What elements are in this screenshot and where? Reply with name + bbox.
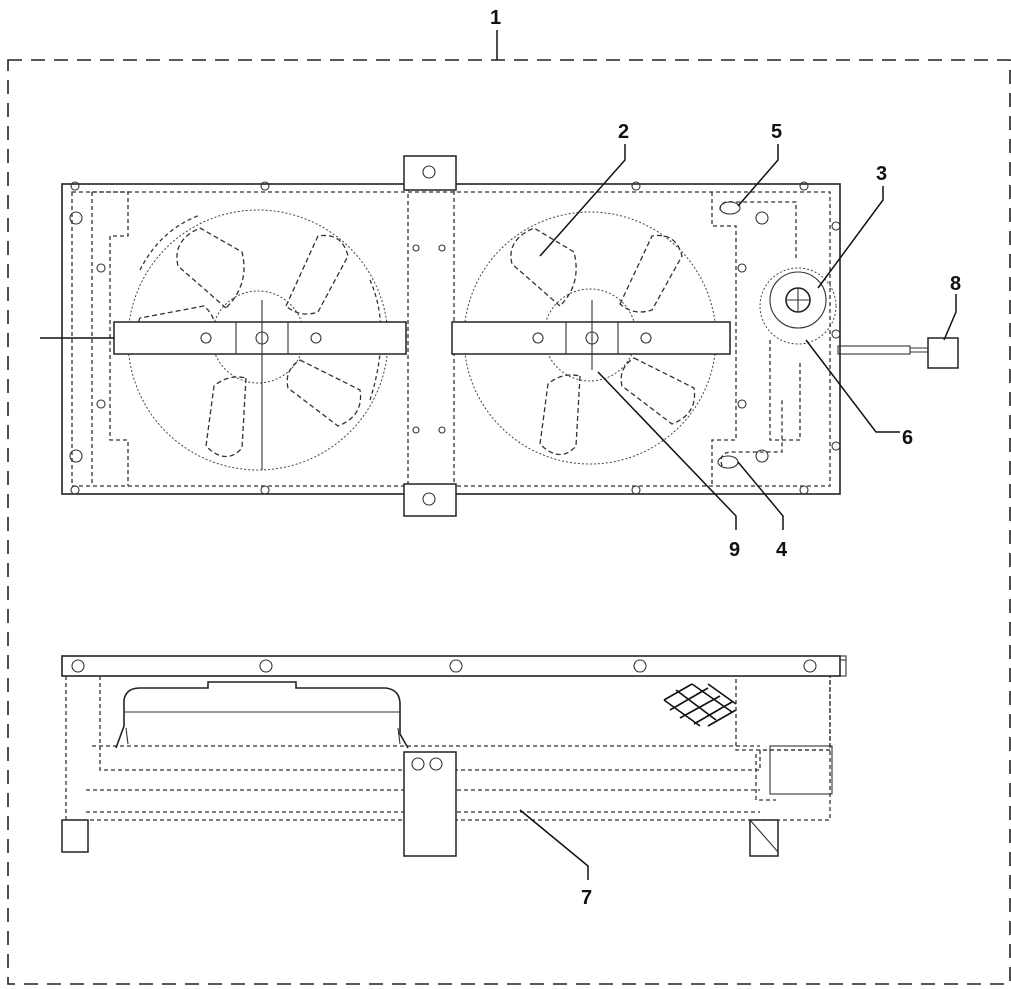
side-valve-box — [769, 745, 833, 795]
valve-line — [769, 340, 801, 441]
frame-bolts — [69, 181, 841, 495]
right-side-plate — [711, 192, 737, 486]
callout-labels: 1 2 3 4 5 6 7 8 9 — [490, 7, 961, 909]
center-support — [403, 751, 457, 857]
side-handle — [115, 681, 409, 749]
connector-plug-8 — [927, 337, 959, 369]
callout-7: 7 — [581, 887, 592, 909]
side-top-rail — [61, 655, 841, 677]
callout-3: 3 — [876, 163, 887, 185]
assembly-boundary — [7, 59, 1011, 985]
right-leg — [749, 819, 779, 857]
leader-8 — [943, 294, 957, 341]
left-fan-blade — [285, 234, 349, 315]
right-fan-blade — [619, 234, 683, 313]
bracket-bolt-bottom — [422, 492, 436, 506]
callout-6: 6 — [902, 427, 913, 449]
bottom-mounting-bracket — [403, 483, 457, 517]
right-fan-blade — [539, 374, 581, 456]
leader-6 — [805, 339, 900, 433]
leader-7 — [519, 809, 589, 880]
top-mounting-bracket — [403, 155, 457, 191]
side-control-box — [735, 675, 831, 751]
pipe-5 — [719, 201, 797, 258]
side-view — [61, 655, 847, 857]
left-side-plate — [91, 191, 129, 486]
bracket-bolt-top — [422, 165, 436, 179]
callout-1: 1 — [490, 7, 501, 29]
leader-4 — [737, 461, 784, 530]
leader-3 — [817, 186, 884, 289]
left-fan-blade — [176, 227, 245, 309]
left-fan-shroud-arc — [139, 214, 382, 401]
callout-5: 5 — [771, 121, 782, 143]
valve-ring-3 — [769, 271, 827, 329]
right-fan-blade — [620, 357, 696, 425]
right-fan-blade — [510, 227, 577, 307]
callout-2: 2 — [618, 121, 629, 143]
leader-2 — [539, 144, 626, 257]
left-motor-mount-bar — [113, 321, 407, 355]
mesh-grille — [663, 683, 737, 727]
pipe-5-end — [719, 201, 741, 215]
center-divider — [407, 187, 455, 491]
leader-9 — [597, 371, 737, 530]
callout-9: 9 — [729, 539, 740, 561]
right-motor-mount-bar — [451, 321, 731, 355]
left-leg — [61, 819, 89, 853]
valve-body-6 — [759, 267, 837, 345]
left-fan — [113, 209, 407, 471]
leader-5 — [737, 144, 779, 207]
left-fan-blade — [205, 376, 247, 458]
top-view — [40, 155, 959, 517]
left-fan-blade — [286, 359, 362, 427]
callout-8: 8 — [950, 273, 961, 295]
leader-lines — [496, 30, 957, 880]
power-cable — [837, 345, 911, 355]
side-rail-bolts — [71, 659, 817, 673]
pipe-4 — [720, 400, 783, 467]
callout-4: 4 — [776, 539, 788, 561]
right-fan — [451, 211, 731, 465]
